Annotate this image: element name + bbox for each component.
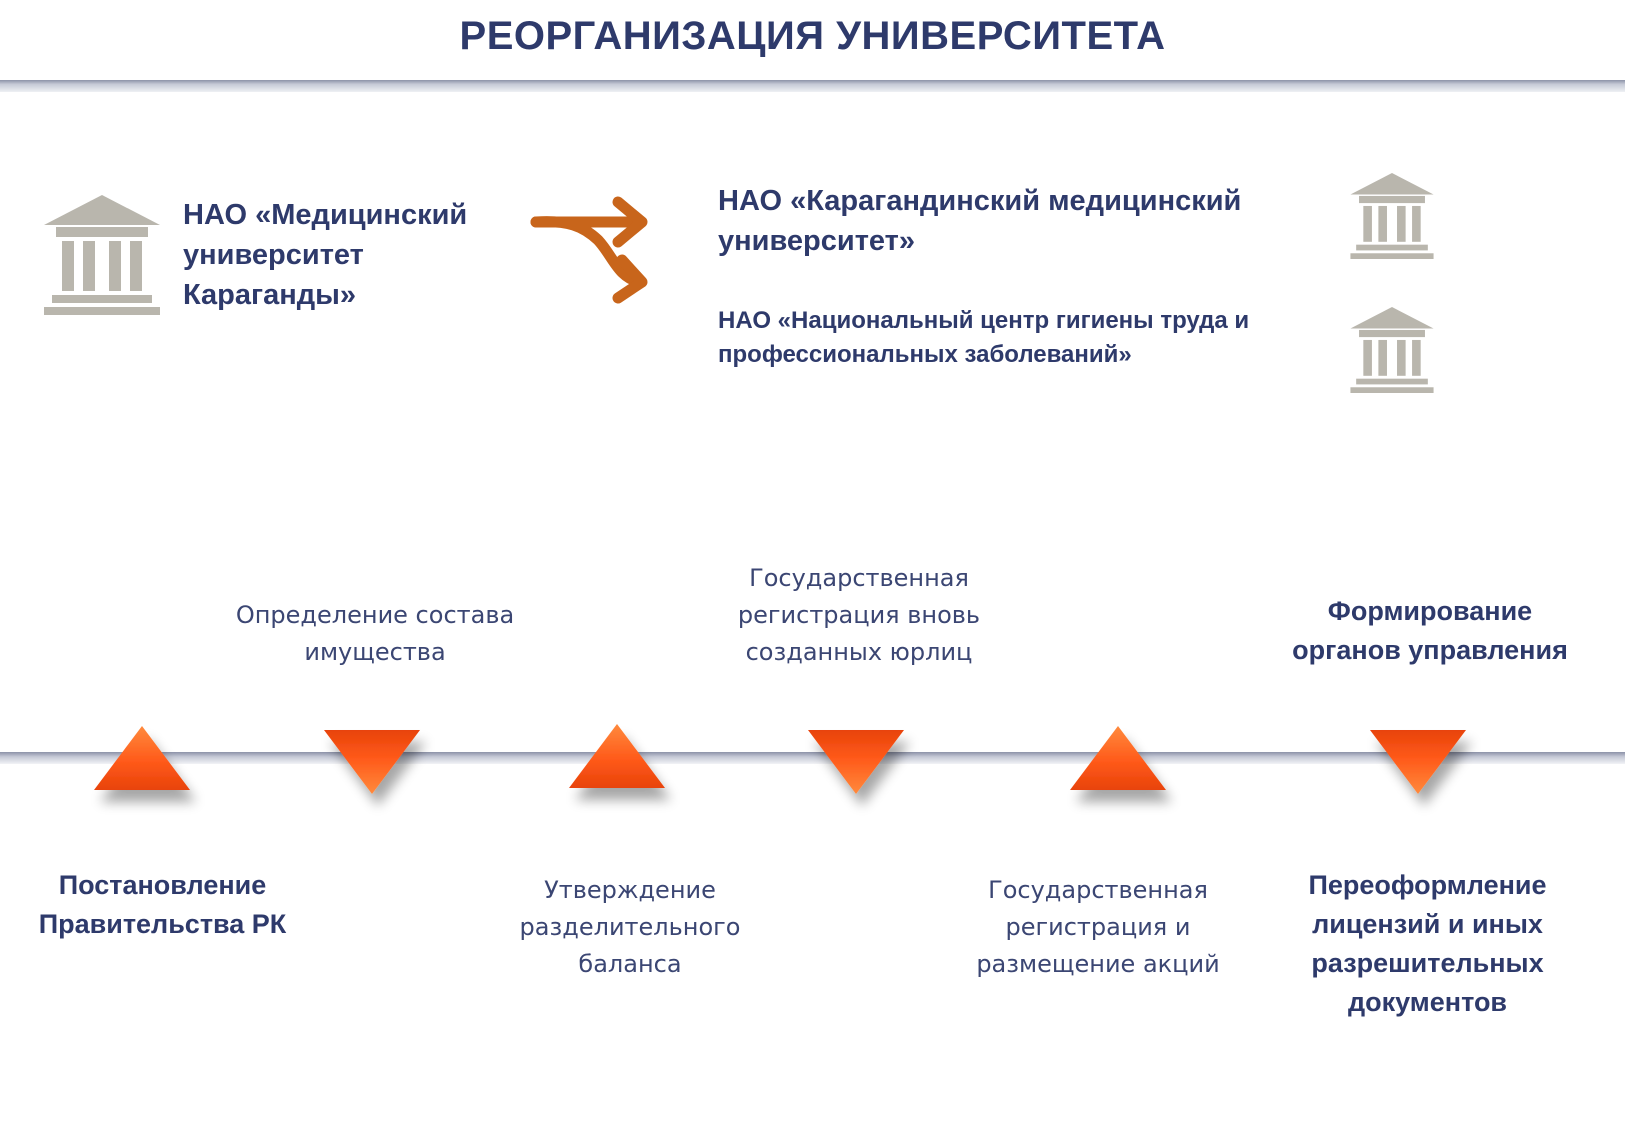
step-license-reissue: Переоформление лицензий и иных разрешите… [1308,870,1547,1017]
step-property-composition: Определение состава имущества [235,601,515,666]
building-columns-icon [1348,307,1436,393]
step-registration-new-entities: Государственная регистрация вновь создан… [737,564,981,666]
triangle-down-icon [808,730,904,794]
page-title: РЕОРГАНИЗАЦИЯ УНИВЕРСИТЕТА [459,14,1166,58]
triangle-up-icon [569,724,665,788]
source-organization: НАО «Медицинский университет Караганды» [183,199,468,311]
split-arrow-icon [530,196,648,304]
step-registration-shares: Государственная регистрация и размещение… [976,876,1220,978]
building-columns-icon [1348,173,1436,259]
target-organization-1: НАО «Карагандинский медицинский универси… [718,185,1242,257]
step-separation-balance: Утверждение разделительного баланса [519,876,741,978]
triangle-down-icon [324,730,420,794]
title-divider [0,80,1625,92]
step-management-bodies: Формирование органов управления [1292,596,1568,665]
target-organization-2: НАО «Национальный центр гигиены труда и … [718,307,1250,368]
triangle-up-icon [1070,726,1166,790]
building-columns-icon [42,195,162,315]
step-government-decree: Постановление Правительства РК [38,870,287,939]
triangle-down-icon [1370,730,1466,794]
triangle-up-icon [94,726,190,790]
timeline-line [0,752,1625,764]
